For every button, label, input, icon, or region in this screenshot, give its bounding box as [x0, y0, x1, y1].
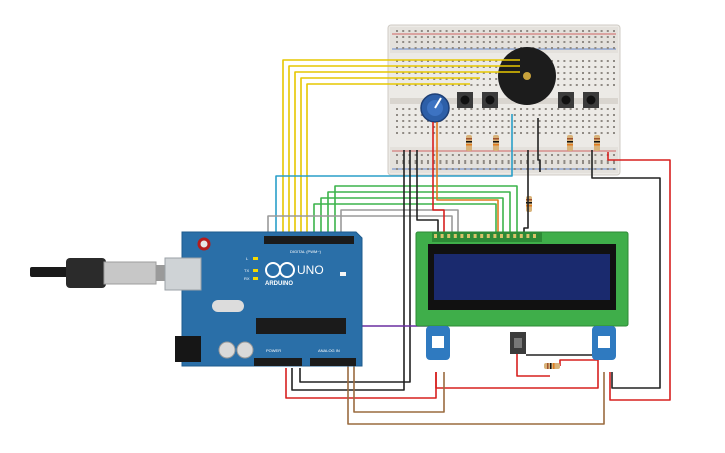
button-2 [482, 92, 498, 108]
temp-sensor-2[interactable] [592, 326, 616, 360]
lcd-16x2[interactable] [415, 231, 629, 327]
led-l-label: L [246, 256, 249, 261]
digital-header[interactable] [264, 236, 354, 244]
digital-label: DIGITAL (PWM~) [290, 249, 322, 254]
button-3 [558, 92, 574, 108]
usb-cable[interactable] [30, 258, 168, 288]
breadboard-buttons[interactable] [457, 92, 599, 108]
resistor-bottom [544, 363, 560, 369]
analog-label: ANALOG IN [318, 348, 340, 353]
button-1 [457, 92, 473, 108]
board-model: UNO [297, 263, 324, 277]
piezo-buzzer[interactable] [498, 47, 556, 105]
power-label: POWER [266, 348, 281, 353]
analog-header[interactable] [310, 358, 356, 366]
lcd-screen [434, 254, 610, 300]
led-tx-label: TX [244, 268, 249, 273]
power-header[interactable] [254, 358, 302, 366]
potentiometer[interactable] [420, 93, 450, 123]
arduino-uno[interactable]: UNO ARDUINO DIGITAL (PWM~) ANALOG IN POW… [164, 231, 363, 367]
pushbutton[interactable] [510, 332, 526, 354]
board-brand: ARDUINO [265, 281, 293, 287]
breadboard[interactable] [387, 24, 621, 176]
reset-button[interactable] [197, 237, 211, 251]
led-rx-label: RX [244, 276, 250, 281]
button-4 [583, 92, 599, 108]
temp-sensor-1[interactable] [426, 326, 450, 360]
